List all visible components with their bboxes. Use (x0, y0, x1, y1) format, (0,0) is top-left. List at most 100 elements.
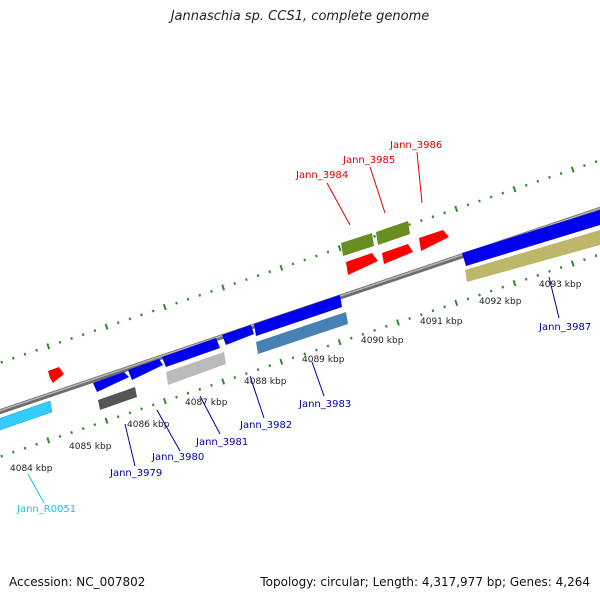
gene-jann-3986[interactable] (419, 230, 449, 251)
gene-jann-3984[interactable] (341, 233, 374, 256)
minor-tick (198, 293, 202, 297)
gene-jann-r0051[interactable] (0, 400, 53, 431)
minor-tick (11, 450, 15, 454)
gene-steelblue[interactable] (256, 312, 348, 354)
minor-tick (373, 234, 376, 238)
minor-tick (478, 199, 481, 203)
gene-label-jann-3983: Jann_3983 (298, 399, 351, 410)
minor-tick (93, 329, 97, 333)
gene-label-jann-3980: Jann_3980 (151, 452, 204, 463)
topology-summary: Topology: circular; Length: 4,317,977 bp… (260, 575, 590, 589)
minor-tick (384, 324, 388, 328)
gene-grey-light[interactable] (166, 352, 226, 385)
accession-text: Accession: NC_007802 (9, 575, 146, 589)
minor-tick (315, 348, 318, 352)
minor-tick (583, 164, 586, 168)
minor-tick (559, 171, 563, 176)
minor-tick (268, 270, 272, 274)
minor-tick (373, 328, 376, 332)
major-tick (46, 343, 51, 350)
minor-tick (0, 360, 4, 364)
minor-tick (524, 277, 528, 281)
minor-tick (291, 262, 295, 266)
minor-tick (233, 375, 237, 380)
minor-tick (58, 340, 62, 344)
minor-tick (419, 313, 423, 317)
gene-jann-3987[interactable] (462, 210, 600, 266)
minor-tick (443, 211, 446, 215)
major-tick (221, 284, 226, 291)
minor-tick (93, 423, 97, 427)
major-tick (570, 166, 575, 173)
minor-tick (116, 321, 120, 325)
minor-tick (536, 273, 540, 277)
scale-label: 4091 kbp (420, 317, 463, 327)
minor-tick (210, 289, 213, 293)
major-tick (454, 205, 459, 213)
gene-red-1[interactable] (346, 253, 378, 275)
minor-tick (35, 348, 38, 352)
gene-red-2[interactable] (382, 244, 413, 264)
minor-tick (245, 372, 248, 376)
major-tick (512, 185, 517, 193)
minor-tick (140, 407, 143, 411)
major-tick (104, 323, 109, 330)
gene-jann-3983[interactable] (254, 295, 342, 336)
minor-tick (594, 160, 598, 164)
scale-label: 4090 kbp (361, 336, 404, 346)
minor-tick (58, 434, 62, 438)
gene-jann-3981[interactable] (162, 338, 220, 367)
major-tick (279, 264, 284, 271)
gene-label-jann-3985: Jann_3985 (342, 155, 395, 166)
minor-tick (501, 285, 505, 289)
minor-tick (81, 333, 85, 337)
minor-tick (431, 215, 435, 219)
minor-tick (291, 356, 295, 360)
gene-label-jann-r0051: Jann_R0051 (16, 504, 76, 515)
scale-labels: 4084 kbp 4085 kbp 4086 kbp 4087 kbp 4088… (10, 280, 582, 474)
minor-tick (548, 175, 551, 179)
minor-tick (489, 195, 493, 199)
minor-tick (151, 309, 155, 313)
scale-label: 4086 kbp (127, 420, 170, 430)
minor-tick (151, 403, 155, 407)
scale-label: 4088 kbp (244, 377, 287, 387)
label-leaders (27, 151, 560, 504)
minor-tick (186, 297, 190, 301)
minor-tick (349, 336, 353, 340)
gene-jann-3985[interactable] (376, 221, 410, 245)
minor-tick (408, 223, 411, 227)
gene-khaki[interactable] (465, 230, 600, 282)
minor-tick (81, 427, 85, 431)
minor-tick (303, 258, 307, 262)
scale-label: 4093 kbp (539, 280, 582, 290)
minor-tick (0, 454, 4, 458)
major-tick (512, 279, 517, 287)
major-tick (46, 437, 51, 444)
minor-tick (175, 301, 178, 305)
minor-tick (431, 309, 435, 313)
minor-tick (524, 183, 528, 187)
gene-red-left[interactable] (48, 367, 64, 383)
minor-tick (501, 191, 505, 195)
minor-tick (583, 258, 586, 262)
major-tick (454, 299, 459, 307)
minor-tick (140, 313, 143, 317)
minor-tick (466, 203, 470, 207)
gene-jann-3980[interactable] (128, 359, 163, 380)
minor-tick (186, 391, 190, 395)
minor-tick (548, 269, 551, 273)
lower-tick-track (0, 254, 598, 458)
minor-tick (70, 336, 73, 341)
scale-label: 4087 kbp (185, 398, 228, 408)
map-title: Jannaschia sp. CCS1, complete genome (170, 9, 430, 24)
gene-label-jann-3979: Jann_3979 (109, 468, 162, 479)
minor-tick (23, 352, 27, 356)
gene-label-jann-3982: Jann_3982 (239, 420, 292, 431)
minor-tick (210, 383, 213, 387)
gene-label-jann-3987: Jann_3987 (538, 322, 591, 333)
gene-jann-3979[interactable] (93, 372, 129, 392)
gene-jann-3982[interactable] (222, 325, 254, 345)
gene-grey-dark[interactable] (98, 387, 137, 410)
